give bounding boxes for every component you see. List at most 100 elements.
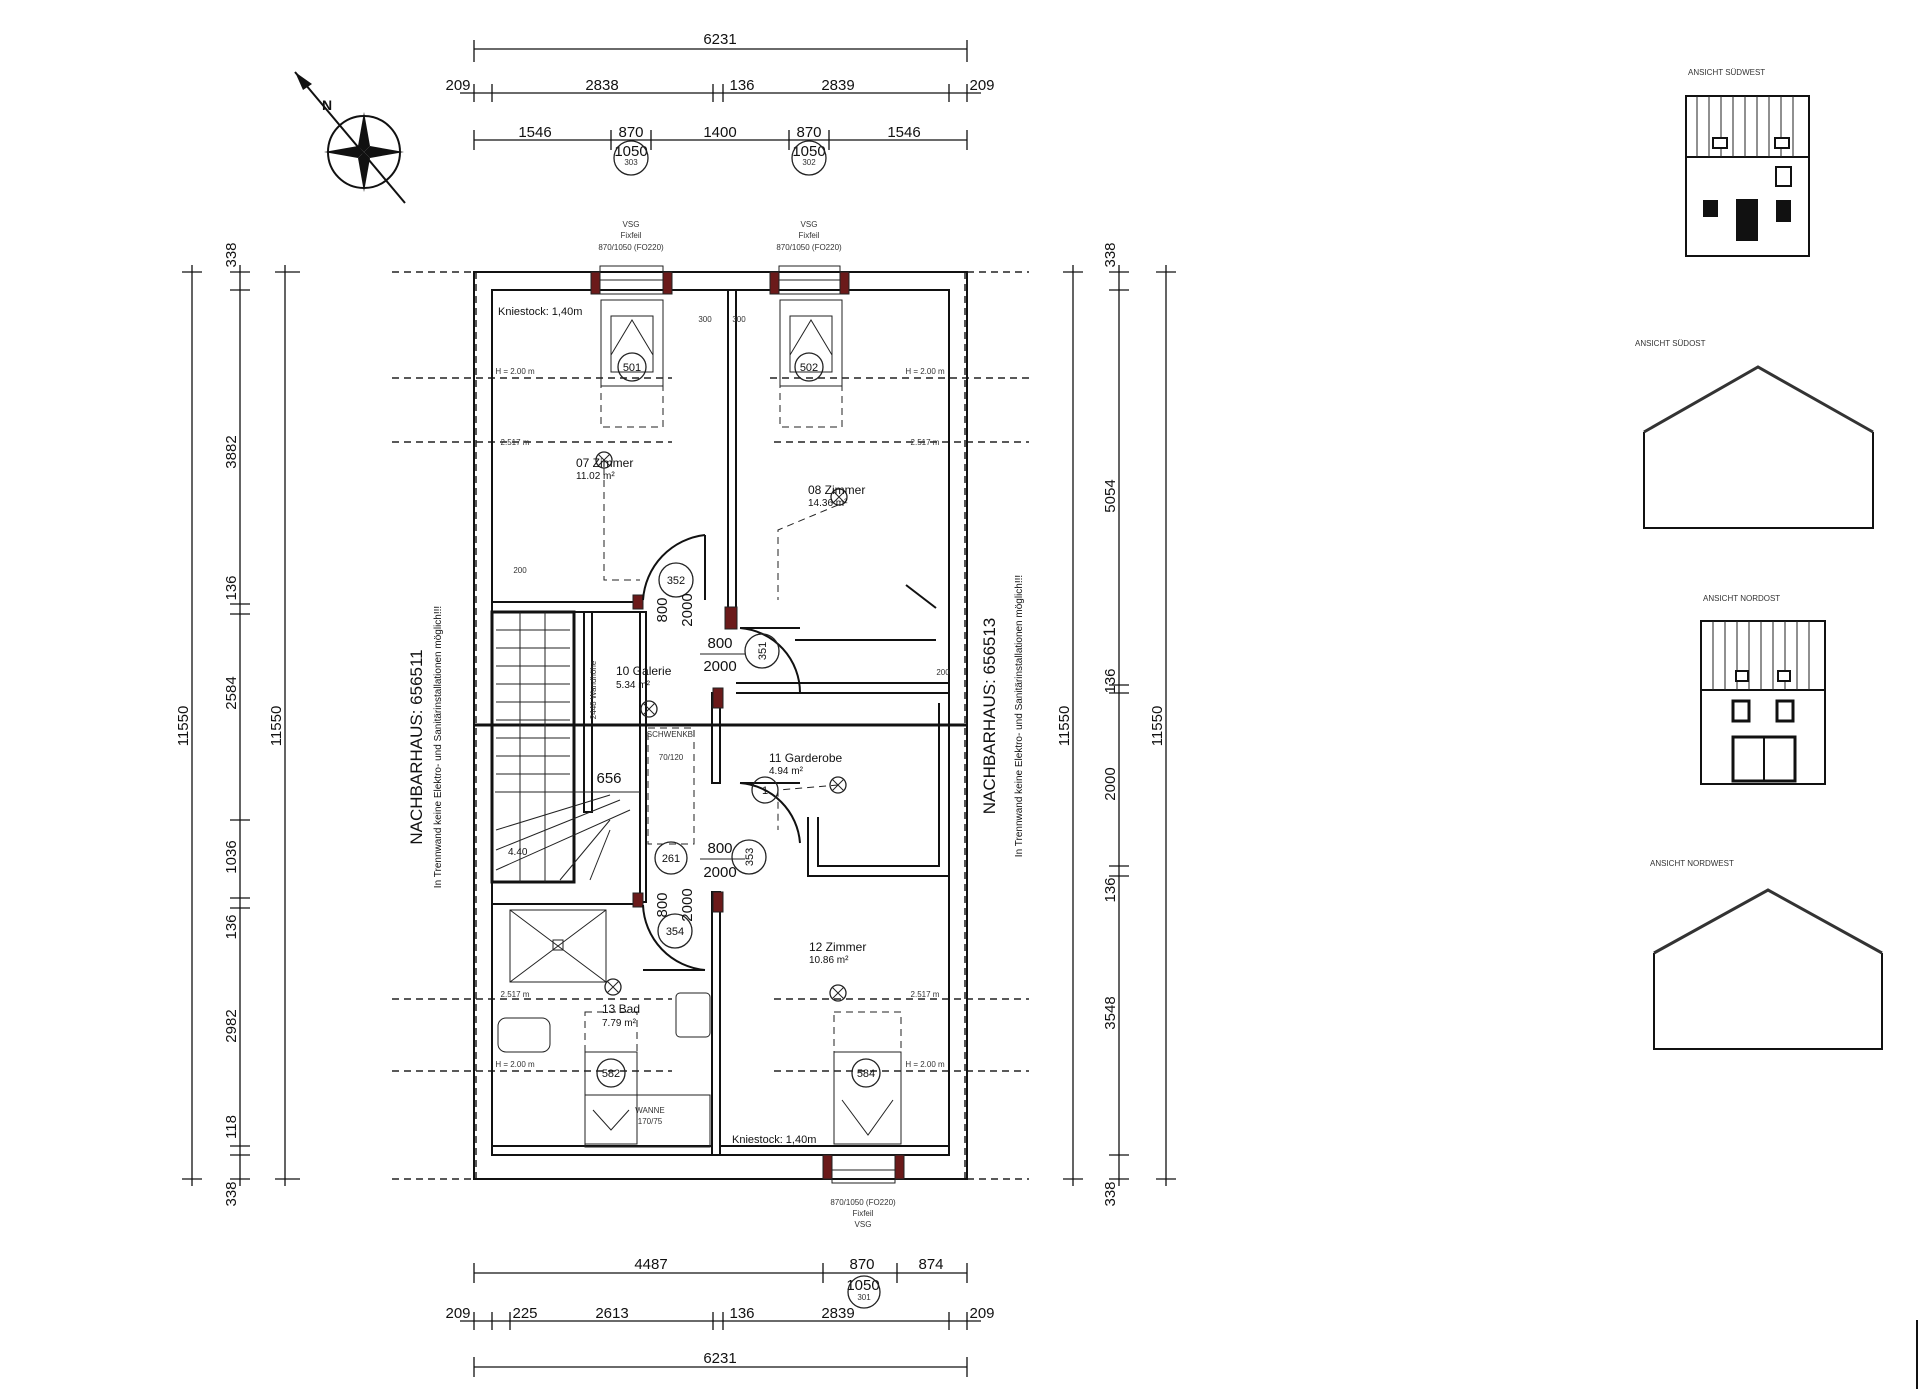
dim-right-seg: 338: [1102, 1181, 1119, 1206]
dim-left-overall-outer: 11550: [175, 706, 192, 747]
dim-left-seg: 338: [223, 1181, 240, 1206]
room-labels: 07 Zimmer 11.02 m² 08 Zimmer 14.36 m² 10…: [498, 306, 950, 1146]
dim-left-seg: 338: [223, 242, 240, 267]
dim-right-seg: 338: [1102, 242, 1119, 267]
window-tag-303: 303: [624, 158, 638, 167]
closet-tag: 1: [762, 785, 768, 797]
door-width: 800: [654, 597, 671, 622]
dim-right-overall-outer: 11550: [1149, 706, 1166, 747]
door-height: 2000: [679, 593, 696, 626]
dim-top-overall: 6231: [703, 31, 736, 48]
dim-bottom-r2: 225: [512, 1305, 537, 1322]
window-label: 870/1050 (FO220): [830, 1198, 896, 1207]
window-label: 870/1050 (FO220): [598, 243, 664, 252]
window-tag-301: 301: [857, 1293, 871, 1302]
dim-top-r3-2: 1400: [703, 124, 736, 141]
dim-top-r2-1: 2838: [585, 77, 618, 94]
wall-height-note: 2448 Wandhöhe: [589, 660, 598, 719]
compass-north-arrow-icon: N: [294, 71, 406, 204]
wall-windows: [590, 265, 905, 1184]
skylight-tag: 582: [602, 1068, 620, 1080]
dim-small: 300: [698, 315, 712, 324]
dim-left-overall-inner: 11550: [268, 706, 285, 747]
dim-left-seg: 2982: [223, 1009, 240, 1042]
ceiling-light-icon: [830, 488, 848, 506]
dim-bottom-r2: 2613: [595, 1305, 628, 1322]
room-name: 11 Garderobe: [769, 751, 842, 765]
dim-left-seg: 1036: [223, 840, 240, 873]
window-label: Fixfeil: [853, 1209, 874, 1218]
door-width: 800: [654, 892, 671, 917]
light-fixtures: 1: [595, 451, 937, 1002]
dim-bottom-overall: 6231: [703, 1350, 736, 1367]
dim-top-wh-1: 1050: [792, 143, 825, 160]
elevation-northeast: ANSICHT NORDOST: [1700, 594, 1826, 785]
dim-right-seg: 136: [1102, 877, 1119, 902]
skylight-tag: 501: [623, 362, 641, 374]
ceiling-light-icon: [829, 984, 847, 1002]
dim-bottom-r2: 2839: [821, 1305, 854, 1322]
dim-bottom-r1: 4487: [634, 1256, 667, 1273]
shower-size: 70/120: [659, 753, 684, 762]
neighbor-right-note: In Trennwand keine Elektro- und Sanitäri…: [1014, 575, 1025, 857]
height-label: H = 2.00 m: [495, 367, 535, 376]
dim-top-r3-0: 1546: [518, 124, 551, 141]
door-tag: 352: [667, 575, 685, 587]
kniestock-label: Kniestock: 1,40m: [498, 306, 582, 318]
dim-bottom-r1: 874: [918, 1256, 943, 1273]
door-height: 2000: [703, 658, 736, 675]
dim-right-seg: 2000: [1102, 767, 1119, 800]
north-label: N: [322, 97, 332, 113]
room-name: 13 Bad: [602, 1002, 640, 1016]
door-tag: 351: [757, 642, 769, 660]
dim-bottom-r2: 209: [969, 1305, 994, 1322]
walls: [473, 271, 968, 1180]
door-height: 2000: [703, 864, 736, 881]
room-area: 14.36 m²: [808, 498, 848, 509]
dim-top-r2-0: 209: [445, 77, 470, 94]
right-dimensions: 11550 338 5054 136 2000 136 3548 338 115…: [1056, 242, 1176, 1207]
dim-top-r3-3: 870: [796, 124, 821, 141]
room-name: 08 Zimmer: [808, 483, 865, 497]
elevation-northwest: ANSICHT NORDWEST: [1650, 859, 1883, 1050]
door-tag: 354: [666, 926, 684, 938]
dim-right-seg: 3548: [1102, 996, 1119, 1029]
bottom-dimensions: 4487 870 874 1050 301 209 225 2613 136 2…: [445, 1256, 995, 1377]
dim-right-overall-inner: 11550: [1056, 706, 1073, 747]
dim-bottom-r2: 136: [729, 1305, 754, 1322]
ceiling-light-icon: [604, 978, 622, 996]
height-label: 2.517 m: [501, 438, 530, 447]
height-label: H = 2.00 m: [905, 1060, 945, 1069]
kniestock-label: Kniestock: 1,40m: [732, 1134, 816, 1146]
height-label: H = 2.00 m: [495, 1060, 535, 1069]
window-label: VSG: [855, 1220, 872, 1229]
dim-bottom-r2: 209: [445, 1305, 470, 1322]
elevation-southeast: ANSICHT SÜDOST: [1635, 339, 1874, 529]
dim-small: 200: [513, 566, 527, 575]
shower-label: SCHWENKB.: [647, 730, 695, 739]
dim-top-r2-2: 136: [729, 77, 754, 94]
neighbor-right-title: NACHBARHAUS: 656513: [980, 618, 999, 815]
dim-bottom-r1: 870: [849, 1256, 874, 1273]
elevation-southwest: ANSICHT SÜDWEST: [1685, 68, 1810, 257]
left-dimensions: 11550 338 3882 136 2584 1036 136 2982 11…: [175, 242, 300, 1207]
door-width: 800: [707, 635, 732, 652]
bathroom-fixtures: SCHWENKB. 70/120 261 WANNE 170/75: [497, 727, 711, 1148]
dim-right-seg: 5054: [1102, 479, 1119, 512]
window-label: Fixfeil: [621, 231, 642, 240]
dim-top-r3-1: 870: [618, 124, 643, 141]
dim-top-r2-3: 2839: [821, 77, 854, 94]
elevation-label: ANSICHT NORDOST: [1703, 594, 1780, 603]
skylight-tag: 584: [857, 1068, 875, 1080]
room-name: 10 Galerie: [616, 664, 672, 678]
neighbor-labels: NACHBARHAUS: 656511 In Trennwand keine E…: [407, 575, 1025, 888]
height-label: 2.517 m: [501, 990, 530, 999]
door-height: 2000: [679, 888, 696, 921]
room-area: 5.34 m²: [616, 680, 651, 691]
dim-right-seg: 136: [1102, 668, 1119, 693]
skylight-tag: 502: [800, 362, 818, 374]
dim-left-seg: 136: [223, 575, 240, 600]
window-labels-top: VSG Fixfeil 870/1050 (FO220) VSG Fixfeil…: [598, 220, 842, 252]
neighbor-left-title: NACHBARHAUS: 656511: [407, 649, 426, 844]
